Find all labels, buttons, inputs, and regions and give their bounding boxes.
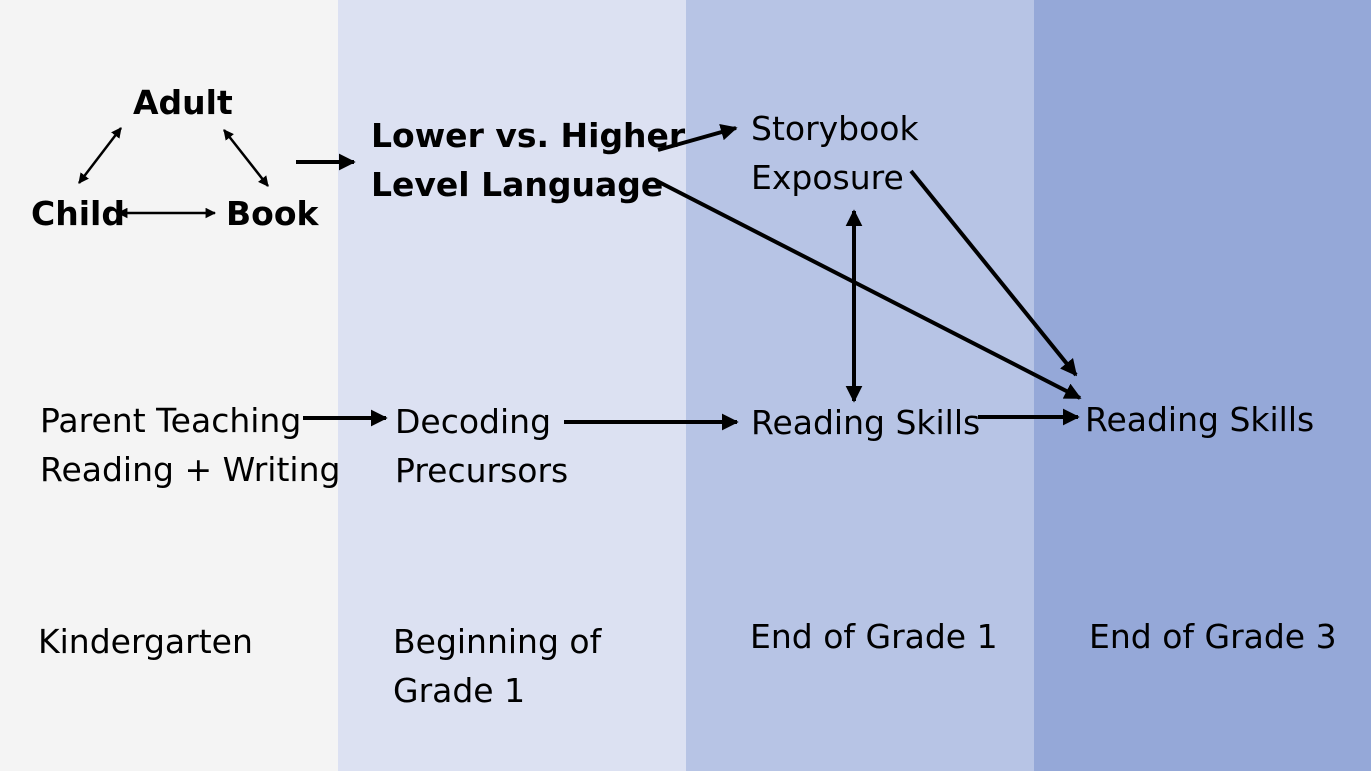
adult-node: Adult (133, 83, 233, 122)
beginning-grade1-band (338, 0, 686, 771)
arrow-adult-book (223, 129, 269, 187)
parent-teaching-line-2: Reading + Writing (40, 450, 341, 489)
timepoint-beginning-line-2: Grade 1 (393, 671, 526, 710)
timepoint-beginning-line-1: Beginning of (393, 622, 602, 661)
end-grade3-band (1034, 0, 1371, 771)
timepoint-kindergarten: Kindergarten (38, 622, 253, 661)
timepoint-end-grade3: End of Grade 3 (1089, 617, 1337, 656)
timepoint-beginning-grade1: Beginning of Grade 1 (393, 617, 601, 715)
language-line-1: Lower vs. Higher (371, 116, 686, 155)
arrow-language-to-storybook (657, 124, 738, 152)
storybook-exposure-node: Storybook Exposure (751, 104, 919, 202)
decoding-precursors-node: Decoding Precursors (395, 397, 568, 495)
language-line-2: Level Language (371, 165, 664, 204)
child-node: Child (31, 194, 125, 233)
arrow-adult-child (78, 127, 122, 184)
reading-skills-grade3-node: Reading Skills (1085, 400, 1315, 439)
decoding-line-1: Decoding (395, 402, 552, 441)
storybook-line-1: Storybook (751, 109, 919, 148)
storybook-line-2: Exposure (751, 158, 904, 197)
reading-skills-grade1-node: Reading Skills (751, 403, 981, 442)
book-node: Book (226, 194, 319, 233)
arrow-storybook-to-reading-g3 (909, 169, 1078, 377)
parent-teaching-node: Parent Teaching Reading + Writing (40, 396, 340, 494)
decoding-line-2: Precursors (395, 451, 569, 490)
arrow-language-to-reading-g3 (656, 179, 1082, 400)
language-node: Lower vs. Higher Level Language (371, 111, 685, 209)
parent-teaching-line-1: Parent Teaching (40, 401, 302, 440)
kindergarten-band (0, 0, 338, 771)
timepoint-end-grade1: End of Grade 1 (750, 617, 998, 656)
